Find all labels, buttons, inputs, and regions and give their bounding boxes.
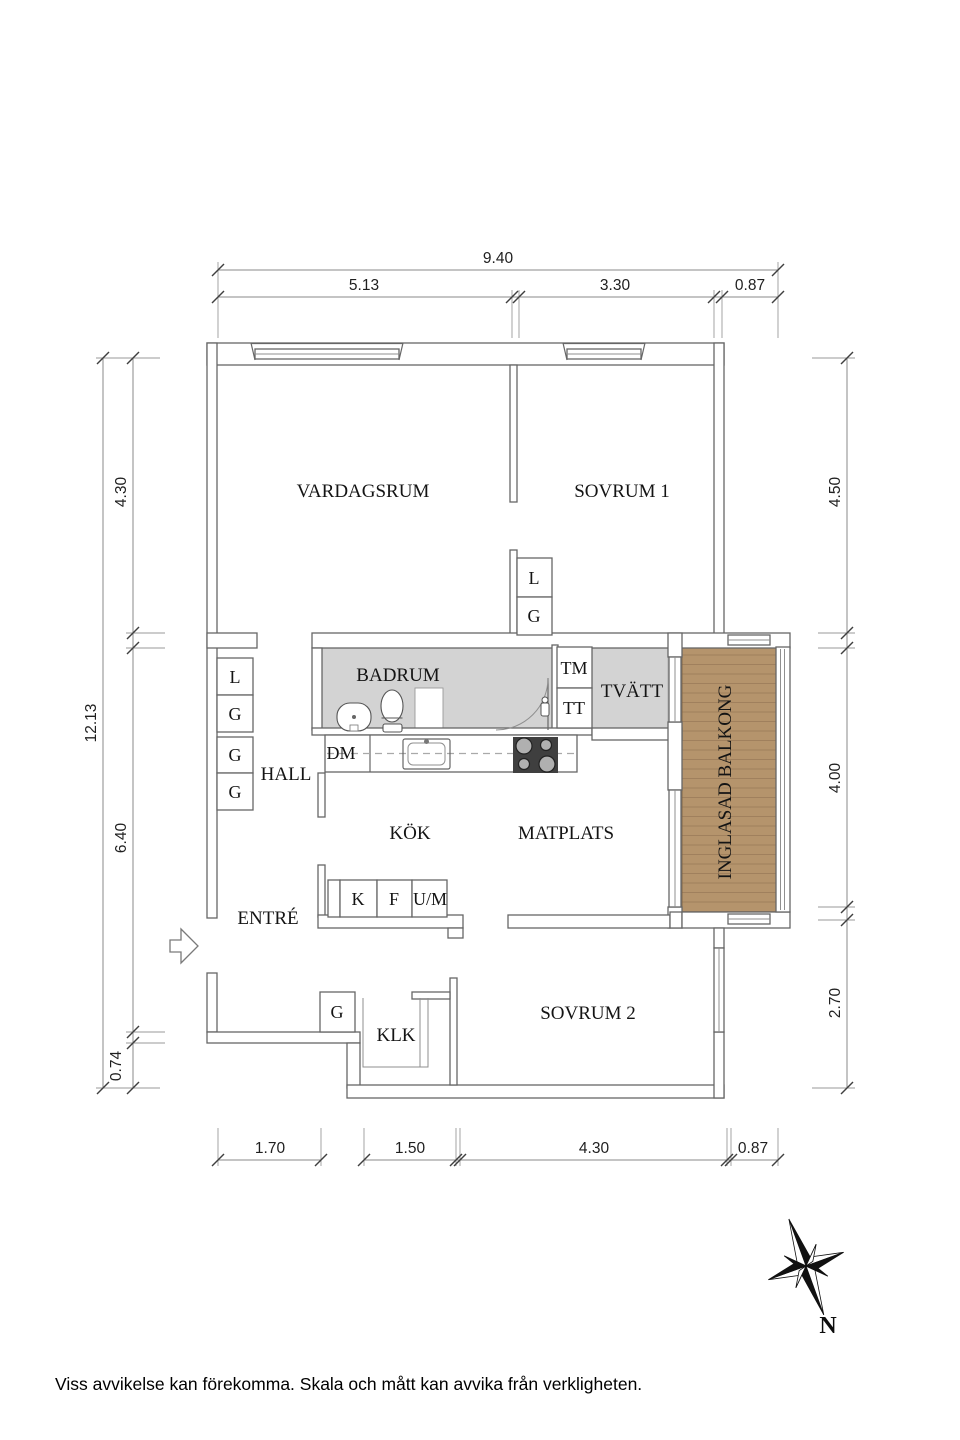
dim-left-total: 12.13 <box>83 704 100 743</box>
window-icon-tvatt-balcony <box>668 656 682 723</box>
room-label-balkong: INGLASAD BALKONG <box>715 684 736 879</box>
appliance-label-tt: TT <box>563 698 585 718</box>
closet-label-hall-g1: G <box>229 704 242 724</box>
sink-icon <box>336 702 372 732</box>
klk-shelf-outline <box>362 998 429 1068</box>
closet-box-hall-g3 <box>216 772 254 811</box>
room-label-klk: KLK <box>376 1025 415 1046</box>
dim-bottom-seg1: 1.70 <box>255 1140 286 1157</box>
closet-label-sovrum1-l: L <box>529 568 540 588</box>
kitchen-cabinet-box <box>327 879 341 918</box>
window-icon-sovrum1 <box>562 342 646 364</box>
compass-north-label: N <box>819 1313 837 1339</box>
window-icon-vardagsrum <box>250 342 404 364</box>
room-label-sovrum1: SOVRUM 1 <box>574 481 670 502</box>
dim-top-seg2: 3.30 <box>600 277 631 294</box>
room-label-vardagsrum: VARDAGSRUM <box>297 481 430 502</box>
room-label-entre: ENTRÉ <box>237 907 298 929</box>
closet-label-sovrum1-g: G <box>528 606 541 626</box>
dimensions-top: 9.40 5.13 3.30 0.87 <box>211 250 785 338</box>
room-label-hall: HALL <box>261 764 312 785</box>
dim-bottom-seg4: 0.87 <box>738 1140 768 1157</box>
room-label-badrum: BADRUM <box>356 665 440 686</box>
windows <box>250 342 771 1033</box>
closet-box-sovrum1-g <box>516 596 553 636</box>
bathroom-fixtures <box>336 677 550 733</box>
dim-bottom-seg3: 4.30 <box>579 1140 610 1157</box>
appliance-label-um: U/M <box>413 889 447 909</box>
compass-rose-icon: N <box>768 1218 844 1339</box>
faucet-icon <box>540 696 550 717</box>
room-label-matplats: MATPLATS <box>518 823 614 844</box>
appliance-label-tm: TM <box>561 658 588 678</box>
closet-label-hall-g2: G <box>229 745 242 765</box>
dim-right-seg3: 2.70 <box>827 988 844 1019</box>
room-label-kok: KÖK <box>389 823 430 844</box>
room-label-tvatt: TVÄTT <box>601 681 664 702</box>
dim-top-seg1: 5.13 <box>349 277 379 294</box>
toilet-icon <box>380 689 404 733</box>
closet-box-entre-g <box>319 991 356 1033</box>
appliance-box-tt <box>556 687 593 729</box>
dim-right-seg1: 4.50 <box>827 477 844 508</box>
appliance-box-tm <box>556 646 593 689</box>
closet-label-hall-l: L <box>230 667 241 687</box>
dim-bottom-seg2: 1.50 <box>395 1140 426 1157</box>
disclaimer-text: Viss avvikelse kan förekomma. Skala och … <box>55 1374 643 1394</box>
dim-left-seg3: 0.74 <box>108 1051 125 1082</box>
window-icon-balcony-bottom <box>727 913 771 925</box>
appliance-label-dm: DM <box>326 743 355 763</box>
closet-boxes <box>216 557 593 1068</box>
closet-labels: L G G G L G TM TT G DM K F U/M <box>229 568 588 1022</box>
dimensions-right: 4.50 4.00 2.70 <box>812 351 855 1095</box>
closet-box-hall-l <box>216 657 254 696</box>
dim-top-total: 9.40 <box>483 250 514 267</box>
appliance-box-um <box>411 879 448 918</box>
closet-label-hall-g3: G <box>229 782 242 802</box>
dim-left-seg1: 4.30 <box>113 477 130 508</box>
window-icon-matplats-balcony <box>668 789 682 908</box>
closet-label-entre-g: G <box>331 1002 344 1022</box>
dimensions-left: 12.13 4.30 6.40 0.74 <box>83 351 165 1095</box>
dim-right-seg2: 4.00 <box>827 763 844 794</box>
closet-box-hall-g1 <box>216 694 254 733</box>
appliance-label-k: K <box>352 889 365 909</box>
tvatt-floor <box>591 647 669 731</box>
dim-left-seg2: 6.40 <box>113 823 130 854</box>
appliance-label-f: F <box>389 889 399 909</box>
balcony-deck <box>681 646 777 913</box>
badrum-wall-stub <box>414 687 444 731</box>
window-icon-balcony-top <box>727 634 771 646</box>
window-icon-sovrum2 <box>713 947 725 1033</box>
dimensions-bottom: 1.70 1.50 4.30 0.87 <box>211 1128 785 1167</box>
closet-box-sovrum1-l <box>516 557 553 598</box>
kitchen-counter <box>324 734 578 773</box>
stove-icon <box>513 737 558 773</box>
room-labels: VARDAGSRUM SOVRUM 1 BADRUM TVÄTT HALL KÖ… <box>237 481 736 1046</box>
dim-top-seg3: 0.87 <box>735 277 765 294</box>
kitchen-sink-icon <box>402 738 451 770</box>
appliance-box-k <box>339 879 378 918</box>
entrance-arrow-icon <box>169 927 199 965</box>
room-label-sovrum2: SOVRUM 2 <box>540 1003 636 1024</box>
